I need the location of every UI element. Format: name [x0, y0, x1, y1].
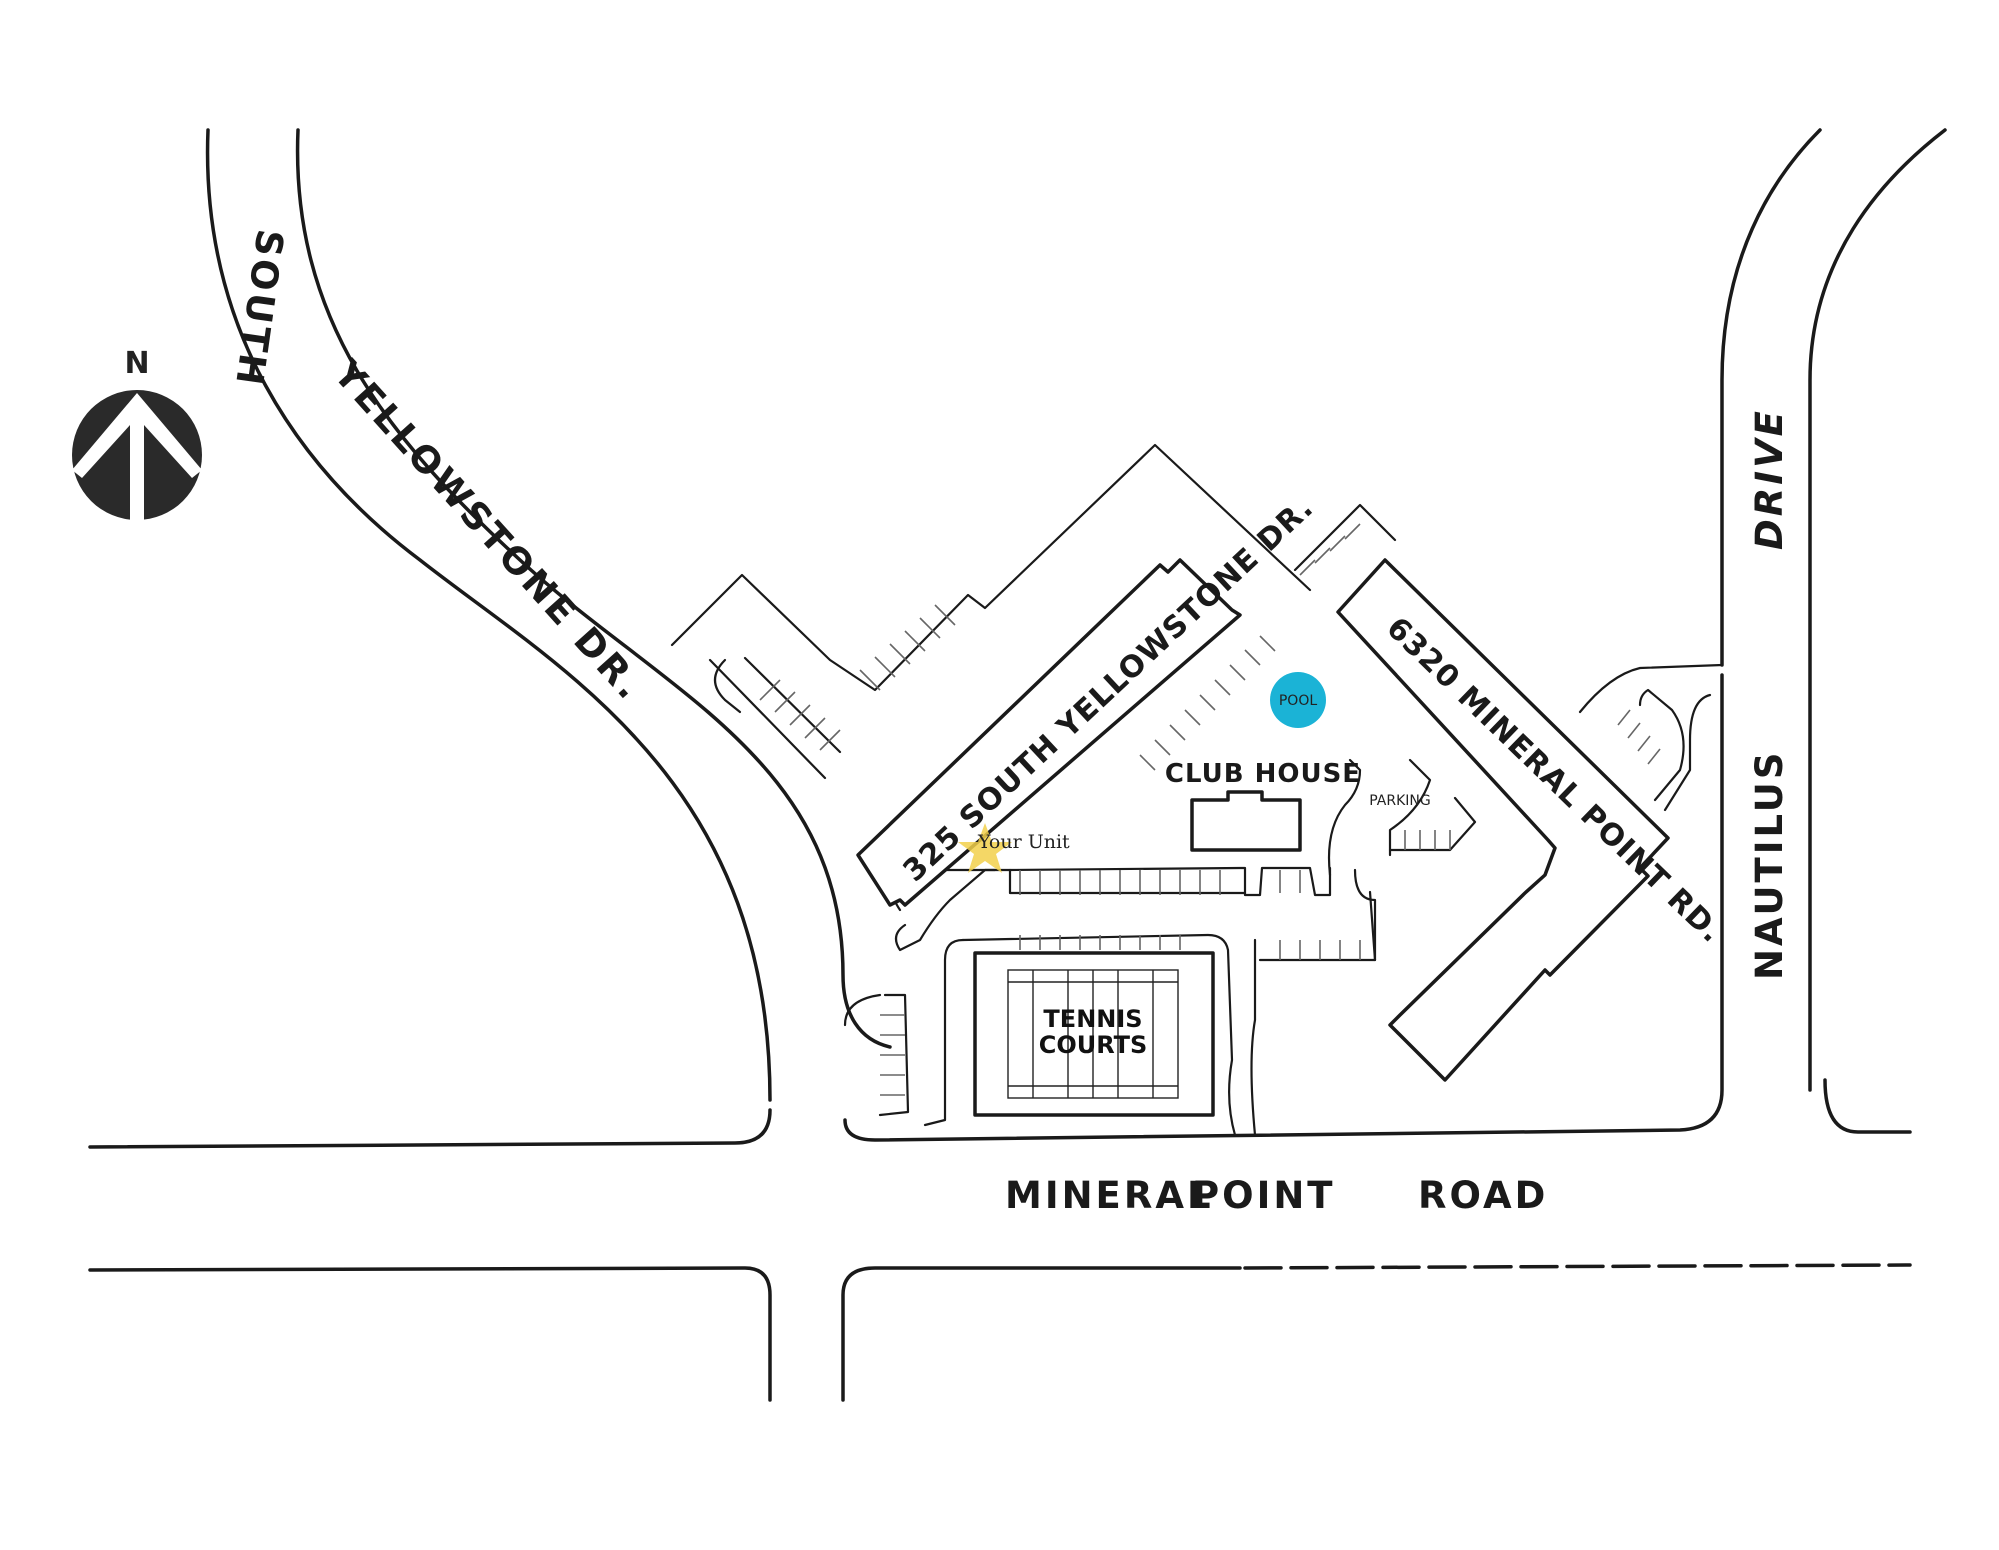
- north-arrow-icon: [72, 393, 202, 520]
- your-unit-marker: Your Unit: [958, 823, 1070, 873]
- pool-circle: [1270, 672, 1326, 728]
- pool: POOL: [1270, 672, 1326, 728]
- north-compass: N: [72, 346, 202, 520]
- pool-label: POOL: [1279, 693, 1317, 709]
- building-6320-mineral-point: 6320 MINERAL POINT RD.: [1336, 558, 1729, 1082]
- south-yellowstone-drive: [88, 128, 892, 1149]
- compass-label: N: [124, 346, 149, 381]
- tennis-courts: TENNIS COURTS: [973, 951, 1215, 1117]
- parking-label: PARKING: [1369, 793, 1430, 809]
- nautilus-drive: [1720, 128, 1947, 1092]
- star-icon: [958, 823, 1012, 873]
- tennis-label-line1: TENNIS: [1043, 1005, 1142, 1033]
- road-label-nautilus: NAUTILUS: [1748, 750, 1791, 980]
- road-label-road: ROAD: [1418, 1174, 1548, 1217]
- parking-lot-north-center: [1139, 503, 1397, 771]
- road-label-yellowstone-dr: YELLOWSTONE DR.: [325, 352, 653, 710]
- road-label-mineral: MINERAL: [1005, 1174, 1214, 1217]
- your-unit-label: Your Unit: [977, 831, 1070, 853]
- road-label-point: POINT: [1192, 1174, 1336, 1217]
- parking-lot-northwest: [670, 443, 1312, 780]
- club-house-label: CLUB HOUSE: [1165, 759, 1361, 789]
- club-house: CLUB HOUSE: [1165, 759, 1361, 852]
- tennis-label-line2: COURTS: [1039, 1031, 1148, 1059]
- parking-lot-east-corner: [1578, 663, 1724, 812]
- mineral-point-road: [88, 673, 1912, 1402]
- road-label-drive: DRIVE: [1748, 408, 1791, 550]
- road-label-south: SOUTH: [227, 227, 292, 391]
